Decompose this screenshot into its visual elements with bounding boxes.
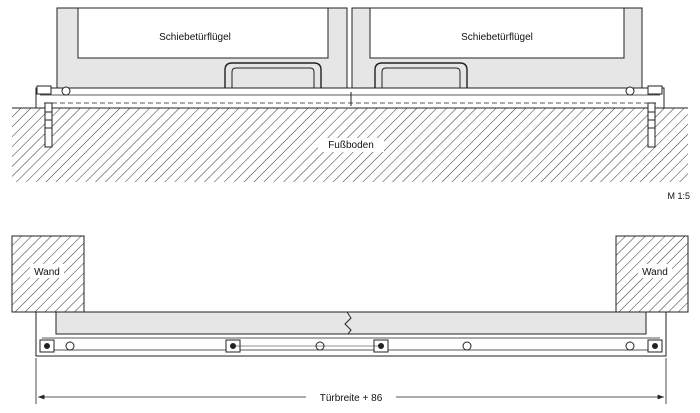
fixing-point	[65, 341, 75, 351]
dimension-label: Türbreite + 86	[320, 393, 383, 404]
wall-left: Wand	[11, 235, 85, 313]
floor: Fußboden	[12, 107, 688, 182]
door-leaf-right: Schiebetürflügel	[351, 7, 643, 89]
floor-label: Fußboden	[328, 140, 374, 151]
fixing-points	[39, 339, 663, 353]
anchor-bolt-right	[625, 85, 663, 148]
door-leaf-left-label: Schiebetürflügel	[159, 32, 231, 43]
door-handle-left	[224, 62, 322, 88]
fixing-point	[462, 341, 472, 351]
dimension-line: Türbreite + 86	[35, 358, 667, 404]
wall-right: Wand	[615, 235, 689, 313]
elevation-view: Fußboden Schiebetürflügel Schiebetürflüg…	[12, 7, 690, 201]
fixing-point	[625, 341, 635, 351]
scale-label: M 1:5	[667, 191, 690, 201]
anchor-bolt-left	[36, 85, 71, 148]
door-leaf-left: Schiebetürflügel	[56, 7, 348, 89]
fixing-point	[647, 339, 663, 353]
bottom-rail	[35, 87, 665, 109]
plan-view: Wand Wand	[11, 235, 689, 404]
door-leaf-right-label: Schiebetürflügel	[461, 32, 533, 43]
wall-left-label: Wand	[34, 267, 60, 278]
fixing-point	[39, 339, 55, 353]
door-handle-right	[374, 62, 468, 88]
wall-right-label: Wand	[642, 267, 668, 278]
track-plan	[35, 311, 667, 357]
